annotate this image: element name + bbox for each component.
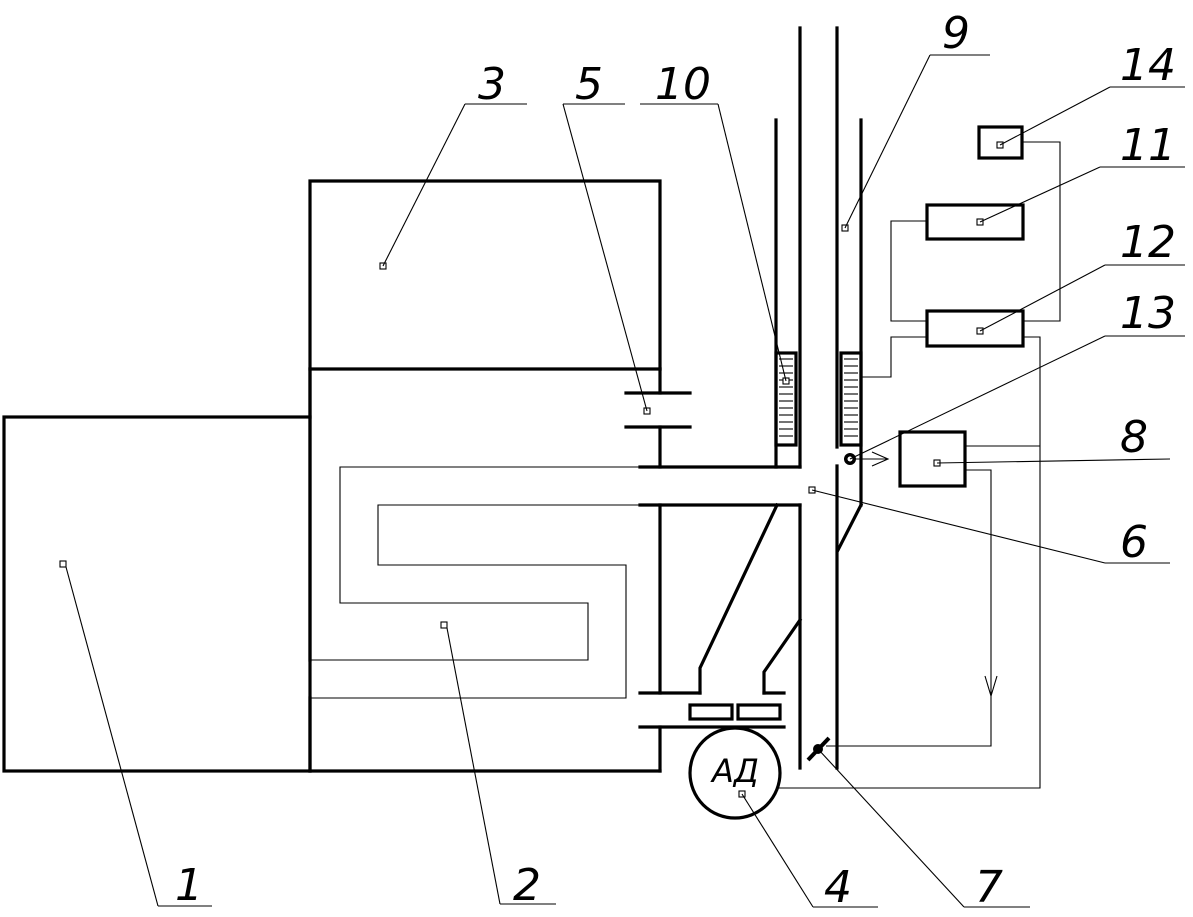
label-4: 4 [824,862,852,913]
label-10: 10 [655,59,711,110]
block-2-body [308,367,662,773]
label-9: 9 [942,8,970,59]
riser-9 [774,26,864,770]
duct-6 [638,465,816,507]
block-1 [2,415,312,773]
label-1: 1 [175,860,203,911]
block-3 [308,179,662,419]
motor-label: АД [710,752,759,790]
element-5 [624,391,692,429]
label-11: 11 [1120,120,1176,171]
block-11 [925,203,1025,241]
label-13: 13 [1120,288,1176,339]
label-8: 8 [1120,412,1148,463]
signal-wiring [778,141,1061,789]
label-2: 2 [513,860,541,911]
label-6: 6 [1120,517,1148,568]
block-14 [977,125,1024,160]
reference-labels: 1 2 3 4 5 6 7 8 9 10 11 12 13 14 [175,8,1176,913]
bottom-duct [638,502,803,729]
label-14: 14 [1120,40,1176,91]
label-3: 3 [478,59,506,110]
label-7: 7 [975,862,1003,913]
label-5: 5 [575,59,603,110]
motor-4: АД [688,726,782,820]
serpentine-channel [310,466,640,699]
element-10 [774,351,863,447]
leader-lines [65,54,1185,908]
block-8 [898,430,967,488]
label-12: 12 [1120,217,1176,268]
